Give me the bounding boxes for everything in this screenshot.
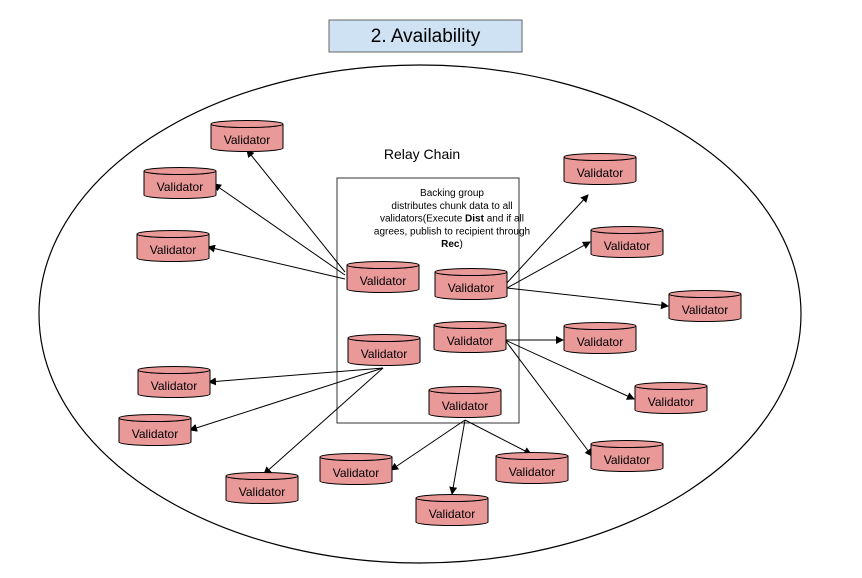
validator-node: Validator: [347, 334, 421, 366]
validator-label: Validator: [361, 347, 407, 361]
cylinder-top: [346, 261, 420, 269]
cylinder-top: [433, 321, 507, 329]
validator-label: Validator: [333, 466, 379, 480]
validator-node: Validator: [136, 230, 210, 262]
validator-node: Validator: [319, 453, 393, 485]
arrow-edge: [506, 241, 591, 289]
arrow-edge: [464, 419, 532, 455]
validator-label: Validator: [604, 239, 650, 253]
validator-label: Validator: [604, 453, 650, 467]
cylinder-top: [143, 167, 217, 175]
arrow-edge: [263, 367, 384, 475]
validator-node: Validator: [143, 167, 217, 199]
validator-node: Validator: [415, 494, 489, 526]
arrow-edge: [208, 367, 384, 386]
validator-label: Validator: [448, 281, 494, 295]
cylinder-top: [319, 453, 393, 461]
cylinder-top: [590, 226, 664, 234]
validator-node: Validator: [590, 440, 664, 472]
cylinder-top: [434, 268, 508, 276]
validator-label: Validator: [648, 395, 694, 409]
cylinder-top: [415, 494, 489, 502]
note-line: validators(Execute Dist and if all: [380, 214, 524, 225]
arrow-edge: [504, 194, 589, 286]
title-box: [328, 19, 523, 53]
diagram-title: 2. Availability: [371, 26, 481, 47]
validator-label: Validator: [577, 335, 623, 349]
validator-node: Validator: [495, 452, 569, 484]
cylinder-top: [668, 290, 742, 298]
arrow-edge: [449, 419, 466, 495]
validator-node: Validator: [668, 290, 742, 322]
note-line: Rec): [441, 239, 463, 250]
arrow-edge: [189, 367, 384, 432]
backing-group-box: [336, 177, 520, 424]
validator-node: Validator: [433, 321, 507, 353]
validator-label: Validator: [132, 427, 178, 441]
validator-label: Validator: [239, 485, 285, 499]
relay-chain-ellipse: [38, 64, 802, 564]
validator-node: Validator: [210, 120, 284, 152]
cylinder-top: [347, 334, 421, 342]
validator-label: Validator: [360, 274, 406, 288]
cylinder-top: [137, 366, 211, 374]
arrow-edge: [213, 183, 346, 276]
note-line: distributes chunk data to all: [391, 201, 512, 212]
validator-node: Validator: [634, 382, 708, 414]
validator-node: Validator: [563, 153, 637, 185]
cylinder-top: [136, 230, 210, 238]
validator-label: Validator: [429, 507, 475, 521]
cylinder-top: [210, 120, 284, 128]
cylinder-top: [563, 322, 637, 330]
arrow-edge: [504, 339, 635, 400]
cylinder-top: [495, 452, 569, 460]
arrow-edge: [246, 149, 346, 273]
relay-chain-label: Relay Chain: [384, 146, 460, 162]
arrow-edge: [504, 339, 593, 457]
validator-node: Validator: [563, 322, 637, 354]
cylinder-top: [225, 472, 299, 480]
cylinder-top: [590, 440, 664, 448]
cylinder-top: [634, 382, 708, 390]
edges: [189, 149, 669, 495]
arrow-edge: [207, 244, 346, 280]
validator-label: Validator: [150, 243, 196, 257]
validator-label: Validator: [224, 133, 270, 147]
validator-node: Validator: [346, 261, 420, 293]
cylinder-top: [428, 386, 502, 394]
validator-label: Validator: [577, 166, 623, 180]
validator-label: Validator: [509, 465, 555, 479]
validator-label: Validator: [682, 303, 728, 317]
validator-node: Validator: [428, 386, 502, 418]
validator-node: Validator: [137, 366, 211, 398]
validator-label: Validator: [151, 379, 197, 393]
validator-node: Validator: [118, 414, 192, 446]
validator-node: Validator: [225, 472, 299, 504]
validator-label: Validator: [157, 180, 203, 194]
arrow-edge: [506, 287, 669, 310]
backing-group-note: Backing group distributes chunk data to a…: [374, 188, 530, 250]
cylinder-top: [118, 414, 192, 422]
validator-label: Validator: [442, 399, 488, 413]
validator-node: Validator: [590, 226, 664, 258]
validator-node: Validator: [434, 268, 508, 300]
note-line: Backing group: [420, 188, 484, 199]
cylinder-top: [563, 153, 637, 161]
arrow-edge: [390, 419, 466, 471]
note-line: agrees, publish to recipient through: [374, 226, 530, 237]
validator-label: Validator: [447, 334, 493, 348]
